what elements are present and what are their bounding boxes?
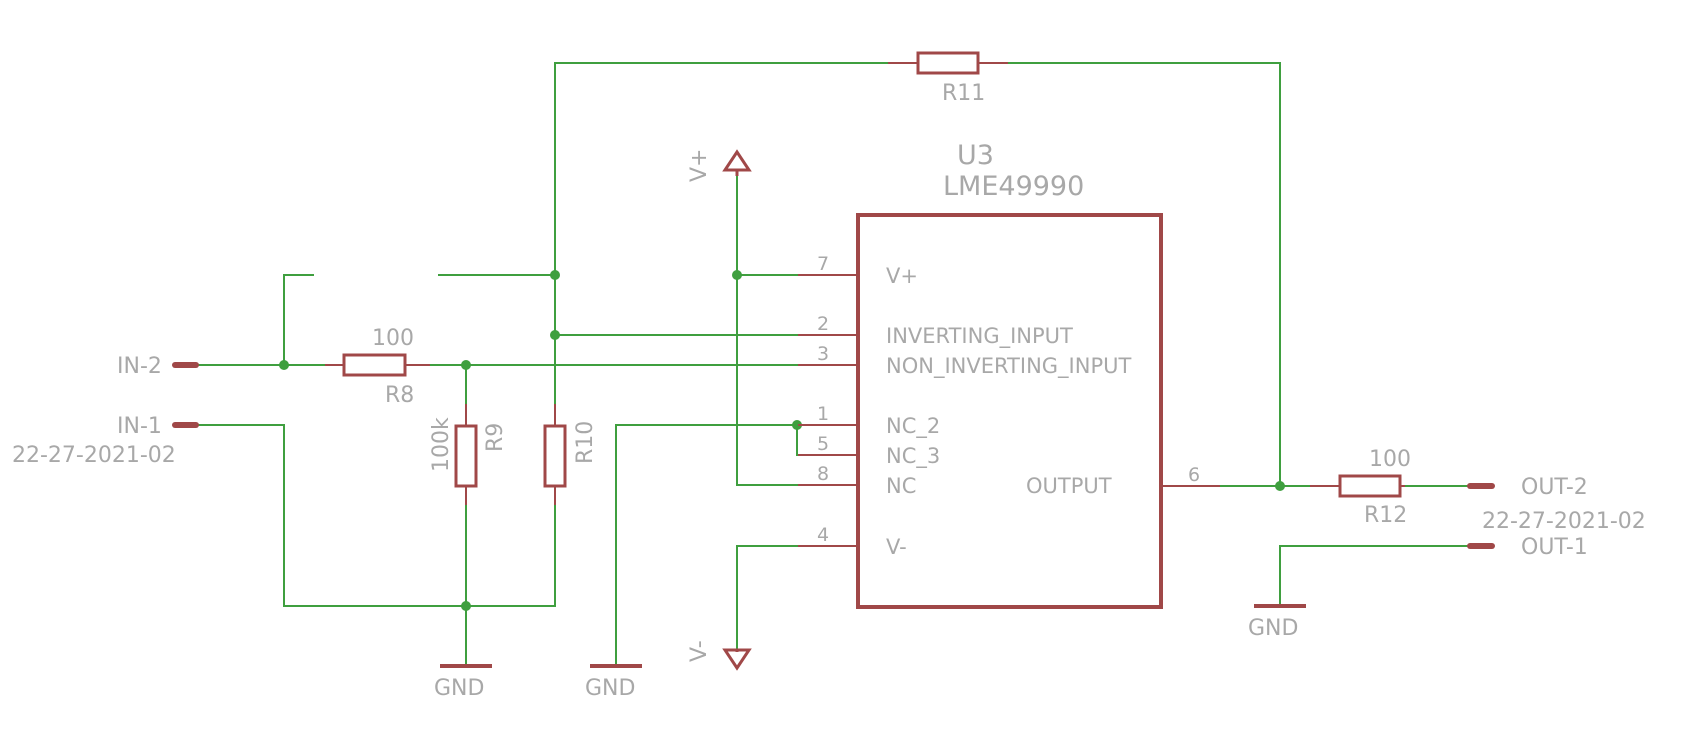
resistor-name: R12 bbox=[1364, 503, 1407, 528]
resistor-body bbox=[543, 424, 567, 488]
pin-name: OUTPUT bbox=[1026, 474, 1112, 498]
supply-vplus[interactable]: V+ bbox=[687, 149, 752, 182]
gnd-symbol-nc[interactable]: GND bbox=[585, 664, 642, 701]
connector-part-number: 22-27-2021-02 bbox=[1482, 509, 1646, 534]
wire-r10-bottom bbox=[466, 485, 556, 607]
resistor-body bbox=[342, 353, 407, 377]
pin-number: 1 bbox=[817, 403, 829, 425]
supply-label: V+ bbox=[687, 149, 712, 182]
resistor-name: R9 bbox=[483, 423, 508, 452]
pin-number: 6 bbox=[1188, 464, 1200, 486]
pin-name: INVERTING_INPUT bbox=[886, 324, 1073, 349]
resistor-r8[interactable]: 100 R8 bbox=[325, 326, 430, 408]
connector-label-in2: IN-2 bbox=[117, 354, 162, 379]
wire-vminus bbox=[736, 545, 798, 652]
connector-label-out1: OUT-1 bbox=[1521, 535, 1588, 560]
chip-name: U3 bbox=[957, 140, 994, 171]
gnd-label: GND bbox=[434, 676, 484, 701]
pin-name: NON_INVERTING_INPUT bbox=[886, 354, 1131, 379]
vminus-arrow-icon bbox=[722, 648, 752, 671]
resistor-value: 100k bbox=[429, 417, 454, 472]
gnd-symbol-r9[interactable]: GND bbox=[434, 664, 492, 701]
pin-name: NC bbox=[886, 474, 916, 498]
resistor-r11[interactable]: R11 bbox=[888, 51, 1008, 106]
connector-label-in1: IN-1 bbox=[117, 414, 162, 439]
pin-name: V- bbox=[886, 535, 907, 559]
gnd-symbol-out[interactable]: GND bbox=[1248, 604, 1306, 641]
supply-label: V- bbox=[687, 640, 712, 662]
resistor-name: R11 bbox=[942, 81, 985, 106]
vplus-arrow-icon bbox=[722, 149, 752, 176]
junction-dot bbox=[732, 270, 742, 280]
wire-out1 bbox=[1279, 545, 1470, 606]
junction-dot bbox=[550, 330, 560, 340]
gnd-label: GND bbox=[1248, 616, 1298, 641]
junction-dot bbox=[792, 420, 802, 430]
wire-feedback-top bbox=[554, 62, 1281, 486]
connector-part-number: 22-27-2021-02 bbox=[12, 443, 176, 468]
wire-in1 bbox=[195, 424, 466, 607]
wires bbox=[195, 62, 1470, 666]
resistor-name: R10 bbox=[573, 421, 598, 464]
connector-label-out2: OUT-2 bbox=[1521, 475, 1588, 500]
resistor-body bbox=[916, 51, 980, 75]
pin-name: NC_3 bbox=[886, 444, 940, 469]
wire-nc3 bbox=[796, 425, 798, 456]
pin-number: 7 bbox=[817, 253, 829, 275]
chip-value: LME49990 bbox=[943, 171, 1084, 202]
resistor-value: 100 bbox=[372, 326, 414, 351]
gnd-label: GND bbox=[585, 676, 635, 701]
resistor-value: 100 bbox=[1369, 447, 1411, 472]
wire-left-loop bbox=[283, 274, 314, 365]
resistor-body bbox=[454, 424, 478, 488]
supply-vminus[interactable]: V- bbox=[687, 640, 752, 671]
resistor-r9[interactable]: 100k R9 bbox=[429, 404, 508, 505]
junction-dot bbox=[550, 270, 560, 280]
opamp-u3[interactable]: U3 LME49990 7 2 3 1 5 8 4 6 V+ INVERTING… bbox=[798, 140, 1220, 609]
input-connector[interactable]: IN-2 IN-1 22-27-2021-02 bbox=[12, 354, 199, 468]
resistor-r12[interactable]: 100 R12 bbox=[1310, 447, 1411, 528]
pin-number: 8 bbox=[817, 463, 829, 485]
junction-dot bbox=[1275, 481, 1285, 491]
pin-name: NC_2 bbox=[886, 414, 940, 439]
wire-vplus bbox=[736, 176, 798, 486]
resistor-body bbox=[1338, 474, 1402, 498]
pin-name: V+ bbox=[886, 264, 918, 288]
junctions bbox=[279, 270, 1285, 611]
opamp-body bbox=[856, 213, 1163, 609]
junction-dot bbox=[279, 360, 289, 370]
junction-dot bbox=[461, 360, 471, 370]
pin-number: 4 bbox=[817, 524, 829, 546]
pin-number: 2 bbox=[817, 313, 829, 335]
output-connector[interactable]: OUT-2 22-27-2021-02 OUT-1 bbox=[1467, 475, 1646, 560]
resistor-r10[interactable]: R10 bbox=[543, 404, 598, 505]
pin-number: 5 bbox=[817, 433, 829, 455]
resistor-name: R8 bbox=[385, 383, 414, 408]
junction-dot bbox=[461, 601, 471, 611]
pin-number: 3 bbox=[817, 343, 829, 365]
